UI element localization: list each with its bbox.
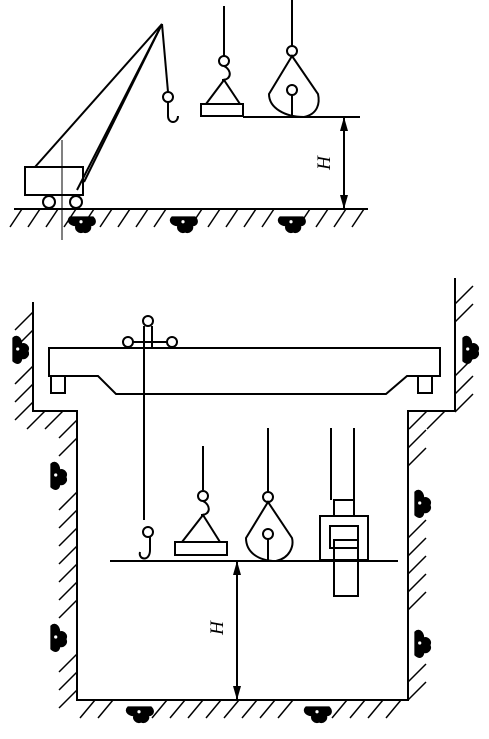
pit-outline	[32, 278, 456, 701]
top-ground-hatch	[9, 208, 365, 228]
mobile-crane	[24, 23, 179, 240]
pit-dimension-arrow-down	[233, 686, 241, 700]
trolley	[122, 315, 178, 560]
crane-hook	[167, 102, 179, 123]
top-ground-anchor-3	[277, 216, 306, 234]
pit-floor-hatch	[79, 699, 402, 719]
end-truck-right	[417, 375, 433, 394]
pit-lifting-magnet	[174, 446, 228, 556]
overhead-crane-bridge	[48, 347, 441, 395]
crane-hook-ring	[162, 91, 174, 103]
crane-hoist-rope	[161, 23, 169, 93]
top-figure	[9, 0, 368, 240]
top-dimension-arrow-up	[340, 117, 348, 131]
top-height-label: H	[314, 155, 335, 171]
top-dimension-arrow-down	[340, 195, 348, 209]
pit-grab-bucket	[244, 428, 294, 563]
top-grab-bucket	[267, 0, 320, 119]
pit-dimension-arrow-up	[233, 561, 241, 575]
pit-wall-anchor-left-1	[12, 335, 30, 364]
pit-floor-anchor-2	[303, 706, 332, 724]
crane-cab	[24, 166, 84, 196]
pit-height-label: H	[207, 620, 228, 636]
top-ground-anchor-2	[169, 216, 198, 234]
top-ground-anchor-1	[67, 216, 96, 234]
bottom-figure	[12, 278, 480, 724]
pit-wall-anchor-right-2	[414, 489, 432, 518]
pit-wall-anchor-right-3	[414, 629, 432, 658]
pit-wall-hatch-left	[14, 311, 78, 709]
crane-wheel-rear	[69, 195, 83, 209]
pit-wall-anchor-left-3	[50, 623, 68, 652]
pit-wall-anchor-left-2	[50, 461, 68, 490]
top-lifting-magnet	[200, 6, 244, 117]
pit-wall-anchor-right-1	[462, 335, 480, 364]
pit-floor-anchor-1	[125, 706, 154, 724]
crane-boom-3	[83, 23, 163, 183]
pit-clamp-tong	[319, 428, 369, 597]
crane-wheel-front	[42, 195, 56, 209]
crane-boom-1	[34, 23, 163, 168]
end-truck-left	[50, 375, 66, 394]
